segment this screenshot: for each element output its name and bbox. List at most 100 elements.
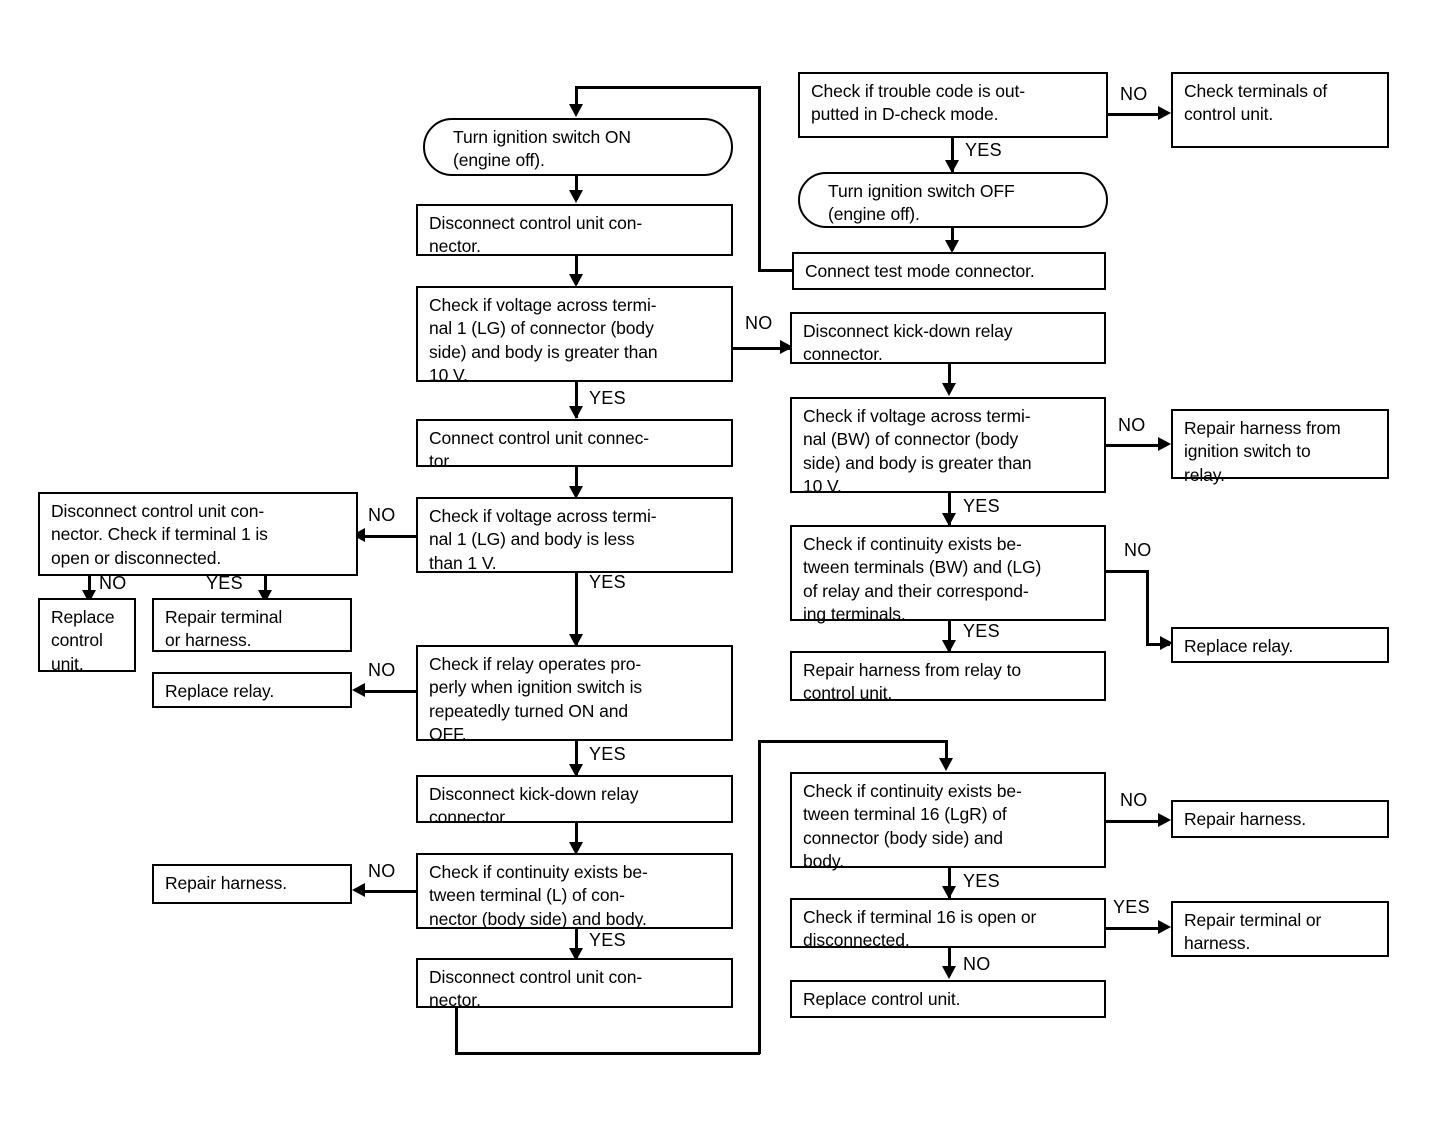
node-repair-terminal-or-harness-right[interactable]: Repair terminal or harness. (1171, 901, 1389, 957)
node-check-relay-operates[interactable]: Check if relay operates pro- perly when … (416, 645, 733, 744)
edge-bottom-to-t16 (758, 740, 948, 743)
arrowhead-down (942, 966, 956, 979)
edge-label-yes-3: YES (589, 572, 626, 592)
edge-relayop-yes (575, 741, 578, 775)
node-replace-control-unit-left[interactable]: Replace control unit. (38, 598, 136, 674)
edge-contbwlg-no-h1 (1106, 570, 1148, 573)
node-connect-control-unit-connector[interactable]: Connect control unit connec- tor. (416, 419, 733, 471)
node-check-continuity-bw-lg[interactable]: Check if continuity exists be- tween ter… (790, 525, 1106, 624)
arrowhead-down (569, 948, 583, 961)
edge-check1v-yes (575, 573, 578, 645)
edge-checkt1-no (88, 576, 91, 602)
node-disconnect-kick-down-relay-left[interactable]: Disconnect kick-down relay connector. (416, 775, 733, 827)
arrowhead-right (1160, 636, 1173, 650)
node-check-trouble-code[interactable]: Check if trouble code is out- putted in … (798, 72, 1108, 138)
edge-testmode-left (758, 269, 794, 272)
node-repair-harness-ignition-to-relay[interactable]: Repair harness from ignition switch to r… (1171, 409, 1389, 485)
arrowhead-right (1158, 813, 1171, 827)
edge-checkt1-yes (264, 576, 267, 602)
arrowhead-down (945, 240, 959, 253)
node-repair-harness-right[interactable]: Repair harness. (1171, 800, 1389, 838)
node-check-continuity-terminal16[interactable]: Check if continuity exists be- tween ter… (790, 772, 1106, 871)
arrowhead-down (942, 513, 956, 526)
arrowhead-down (569, 486, 583, 499)
edge-label-yes-7: YES (963, 496, 1000, 516)
edge-label-yes-6: YES (589, 930, 626, 950)
edge-t16open-no (948, 948, 951, 976)
arrowhead-left (352, 683, 365, 697)
node-disconnect-control-unit-connector-1[interactable]: Disconnect control unit con- nector. (416, 204, 733, 256)
edge-kdrelay-to-contl (575, 823, 578, 851)
edge-label-yes-10: YES (1113, 897, 1150, 917)
node-connect-test-mode-connector[interactable]: Connect test mode connector. (792, 252, 1106, 290)
arrowhead-right (1158, 437, 1171, 451)
edge-down-to-t16 (945, 740, 948, 766)
node-repair-terminal-or-harness-left[interactable]: Repair terminal or harness. (152, 598, 352, 652)
edge-bottom-down (455, 1008, 458, 1054)
arrowhead-right (780, 340, 793, 354)
arrowhead-right (1158, 106, 1171, 120)
node-replace-relay-left[interactable]: Replace relay. (152, 672, 352, 708)
arrowhead-down (569, 634, 583, 647)
arrowhead-down (569, 842, 583, 855)
node-check-voltage-bw-10v[interactable]: Check if voltage across termi- nal (BW) … (790, 397, 1106, 496)
edge-label-no-8: NO (1124, 540, 1152, 560)
arrowhead-down (942, 640, 956, 653)
node-repair-harness-relay-to-control-unit[interactable]: Repair harness from relay to control uni… (790, 651, 1106, 703)
edge-ignon-to-disconnect (575, 176, 578, 200)
edge-label-yes-1: YES (965, 140, 1002, 160)
edge-label-no-10: NO (963, 954, 991, 974)
edge-trouble-yes (951, 138, 954, 172)
edge-contl-yes (575, 929, 578, 958)
edge-label-no-6: NO (368, 861, 396, 881)
edge-label-no-1: NO (1120, 84, 1148, 104)
edge-label-no-5: NO (368, 660, 396, 680)
arrowhead-down (569, 104, 583, 117)
arrowhead-down (939, 758, 953, 771)
edge-contbwlg-yes (948, 621, 951, 651)
node-turn-ignition-off[interactable]: Turn ignition switch OFF (engine off). (798, 172, 1108, 228)
edge-testmode-to-ignon (575, 86, 761, 89)
node-check-terminal16-open[interactable]: Check if terminal 16 is open or disconne… (790, 898, 1106, 950)
edge-cont16-yes (948, 868, 951, 898)
arrowhead-right (1158, 920, 1171, 934)
arrowhead-down (945, 160, 959, 173)
edge-check10v-no (733, 347, 790, 350)
edge-t16open-yes (1106, 927, 1164, 930)
node-check-continuity-terminal-l[interactable]: Check if continuity exists be- tween ter… (416, 853, 733, 929)
edge-kdrelayr-to-bw (948, 364, 951, 392)
node-disconnect-kick-down-relay-right[interactable]: Disconnect kick-down relay connector. (790, 312, 1106, 364)
edge-bottom-up (758, 740, 761, 1054)
edge-label-yes-2: YES (589, 388, 626, 408)
arrowhead-left (352, 883, 365, 897)
arrowhead-down (942, 886, 956, 899)
edge-label-no-7: NO (1118, 415, 1146, 435)
edge-relayop-no (358, 690, 418, 693)
edge-cont16-no (1106, 820, 1164, 823)
edge-check10v-yes (575, 382, 578, 418)
edge-label-yes-4: YES (206, 573, 243, 593)
edge-bottom-right (455, 1052, 760, 1055)
node-replace-relay-right[interactable]: Replace relay. (1171, 627, 1389, 663)
edge-connectcu-to-check1v (575, 467, 578, 495)
node-disconnect-control-unit-connector-2[interactable]: Disconnect control unit con- nector. (416, 958, 733, 1010)
arrowhead-down (569, 406, 583, 419)
node-check-terminals-control-unit[interactable]: Check terminals of control unit. (1171, 72, 1389, 148)
node-check-voltage-terminal1-10v[interactable]: Check if voltage across termi- nal 1 (LG… (416, 286, 733, 385)
node-disconnect-cu-check-terminal1[interactable]: Disconnect control unit con- nector. Che… (38, 492, 358, 576)
arrowhead-down (569, 190, 583, 203)
node-replace-control-unit-right[interactable]: Replace control unit. (790, 980, 1106, 1018)
node-repair-harness-left[interactable]: Repair harness. (152, 864, 352, 904)
node-check-voltage-terminal1-1v[interactable]: Check if voltage across termi- nal 1 (LG… (416, 497, 733, 573)
edge-label-no-4: NO (99, 573, 127, 593)
edge-check1v-no (358, 535, 418, 538)
edge-label-yes-8: YES (963, 621, 1000, 641)
arrowhead-down (569, 274, 583, 287)
edge-disconnect-to-check10v (575, 256, 578, 284)
edge-label-no-3: NO (368, 505, 396, 525)
node-turn-ignition-on[interactable]: Turn ignition switch ON (engine off). (423, 118, 733, 176)
edge-label-no-2: NO (745, 313, 773, 333)
edge-contl-no (358, 890, 418, 893)
edge-contbwlg-no-h2 (1146, 643, 1170, 646)
